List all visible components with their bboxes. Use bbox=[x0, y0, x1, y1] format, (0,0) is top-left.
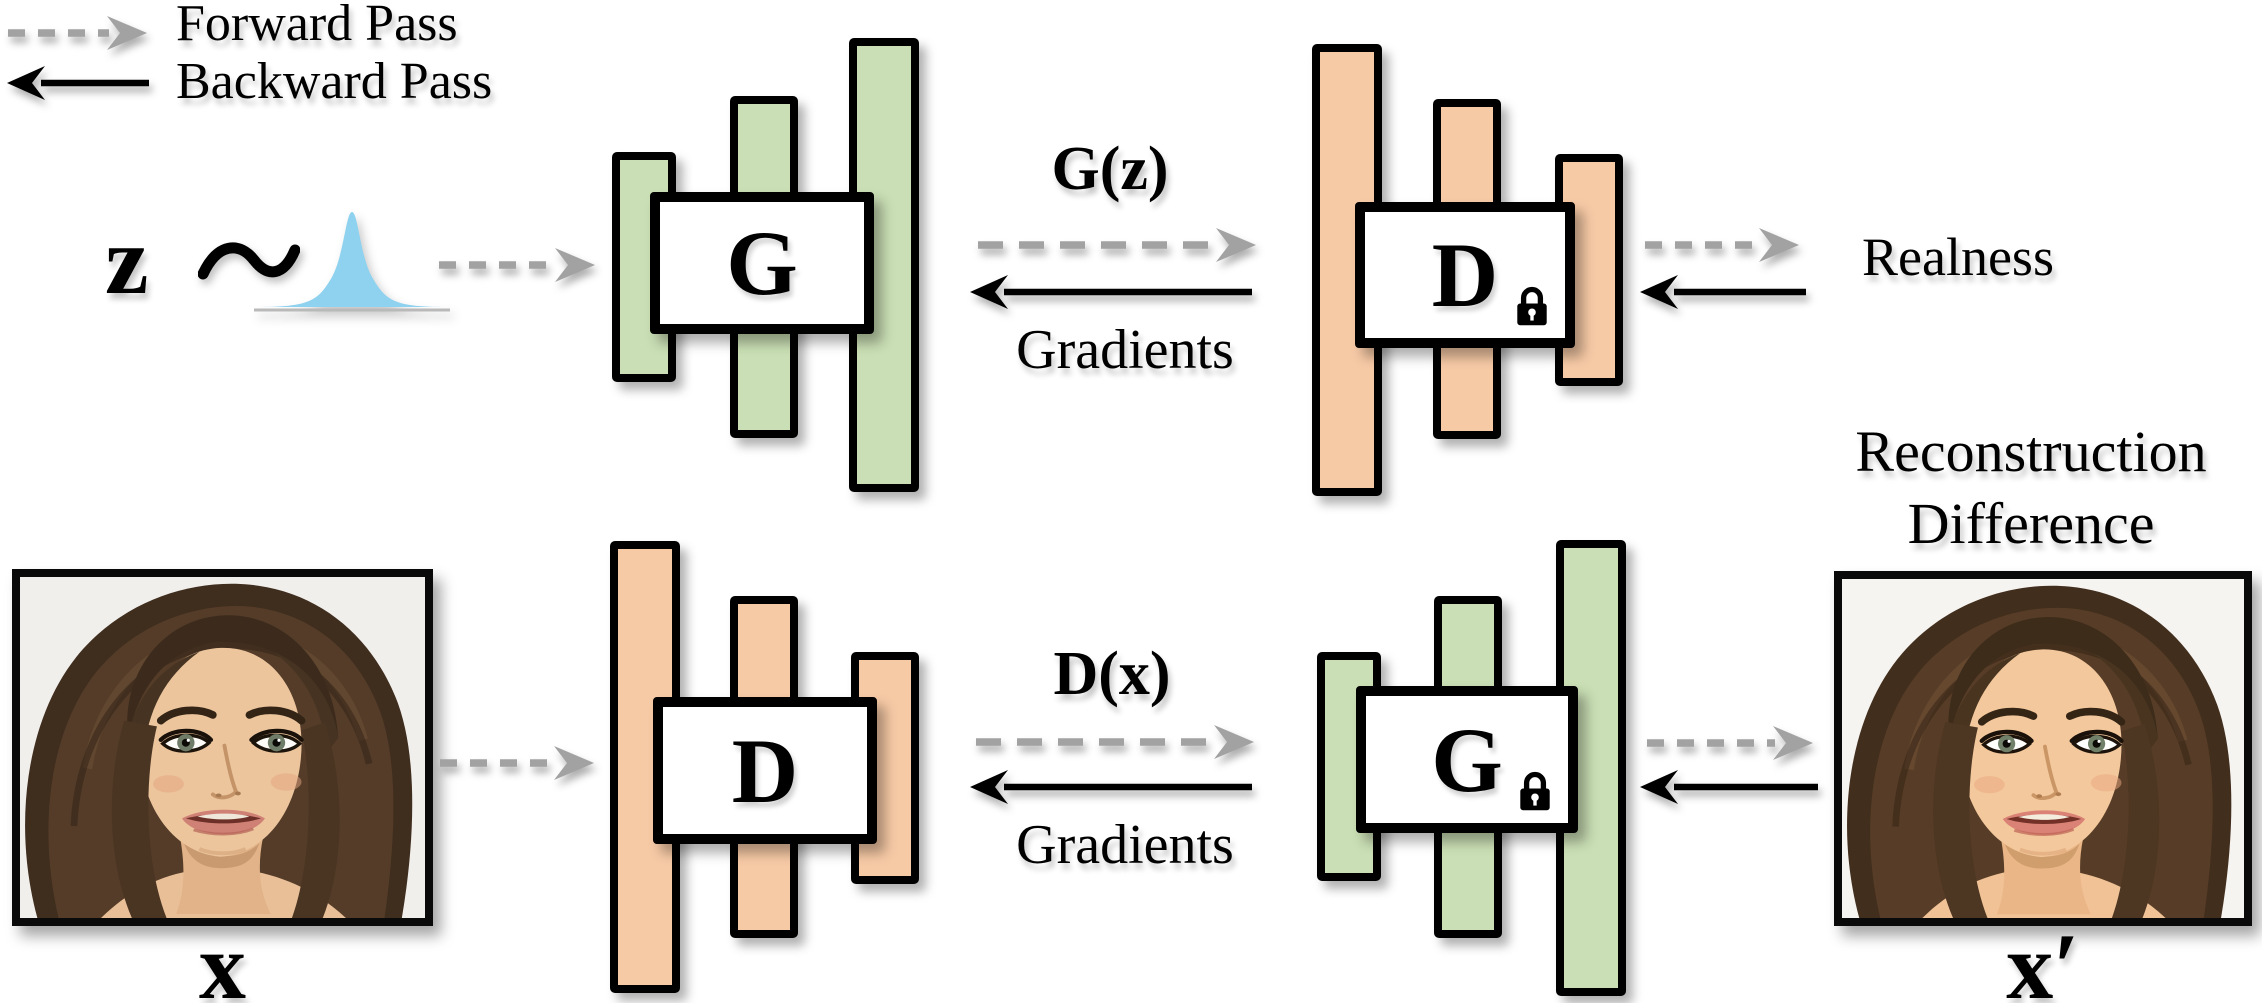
realness-label: Realness bbox=[1862, 227, 2054, 287]
generator-letter: G bbox=[1431, 708, 1503, 811]
forward-arrow-x-to-discriminator bbox=[440, 746, 594, 780]
discriminator-box: D bbox=[653, 697, 877, 844]
forward-arrow-z-to-generator bbox=[439, 248, 595, 282]
reconstructed-photo-x-prime bbox=[1834, 571, 2252, 926]
backward-arrow-generator-to-discriminator-bottom bbox=[970, 770, 1252, 804]
input-image-label: x bbox=[199, 915, 246, 1003]
forward-signal-label-bottom: D(x) bbox=[1053, 640, 1171, 708]
lock-icon bbox=[1514, 769, 1556, 815]
backward-signal-label-bottom: Gradients bbox=[1016, 814, 1234, 876]
backward-arrow-legend-icon bbox=[7, 66, 149, 100]
input-photo-x bbox=[12, 569, 433, 926]
generator-letter: G bbox=[726, 212, 798, 314]
lock-icon bbox=[1511, 284, 1553, 330]
forward-arrow-discriminator-to-generator-bottom bbox=[976, 725, 1254, 759]
forward-arrow-generator-to-reconstruction bbox=[1647, 726, 1813, 760]
tilde-icon bbox=[198, 242, 300, 280]
generator-box: G bbox=[650, 192, 874, 334]
forward-arrow-generator-to-discriminator bbox=[978, 228, 1256, 262]
backward-arrow-reconstruction-to-generator bbox=[1640, 770, 1818, 804]
portrait-image bbox=[20, 577, 425, 918]
forward-arrow-legend-icon bbox=[8, 16, 147, 50]
discriminator-letter: D bbox=[731, 719, 799, 822]
generator-box: G bbox=[1356, 686, 1578, 833]
discriminator-letter: D bbox=[1431, 224, 1499, 326]
reconstruction-title-line2: Difference bbox=[1907, 491, 2155, 556]
output-image-label: x′ bbox=[2006, 915, 2080, 1003]
latent-symbol: z bbox=[105, 207, 149, 315]
reconstruction-title: Reconstruction Difference bbox=[1800, 416, 2262, 560]
forward-arrow-discriminator-to-realness bbox=[1645, 228, 1799, 262]
backward-arrow-realness-to-discriminator bbox=[1640, 275, 1806, 309]
backward-arrow-discriminator-to-generator bbox=[970, 275, 1252, 309]
reconstruction-title-line1: Reconstruction bbox=[1855, 419, 2207, 484]
legend-backward-label: Backward Pass bbox=[176, 53, 493, 110]
gaussian-distribution-icon bbox=[254, 212, 450, 312]
legend-forward-label: Forward Pass bbox=[176, 0, 458, 52]
discriminator-box: D bbox=[1355, 202, 1575, 348]
portrait-image bbox=[1842, 579, 2244, 918]
backward-signal-label-top: Gradients bbox=[1016, 319, 1234, 381]
forward-signal-label-top: G(z) bbox=[1051, 135, 1169, 203]
